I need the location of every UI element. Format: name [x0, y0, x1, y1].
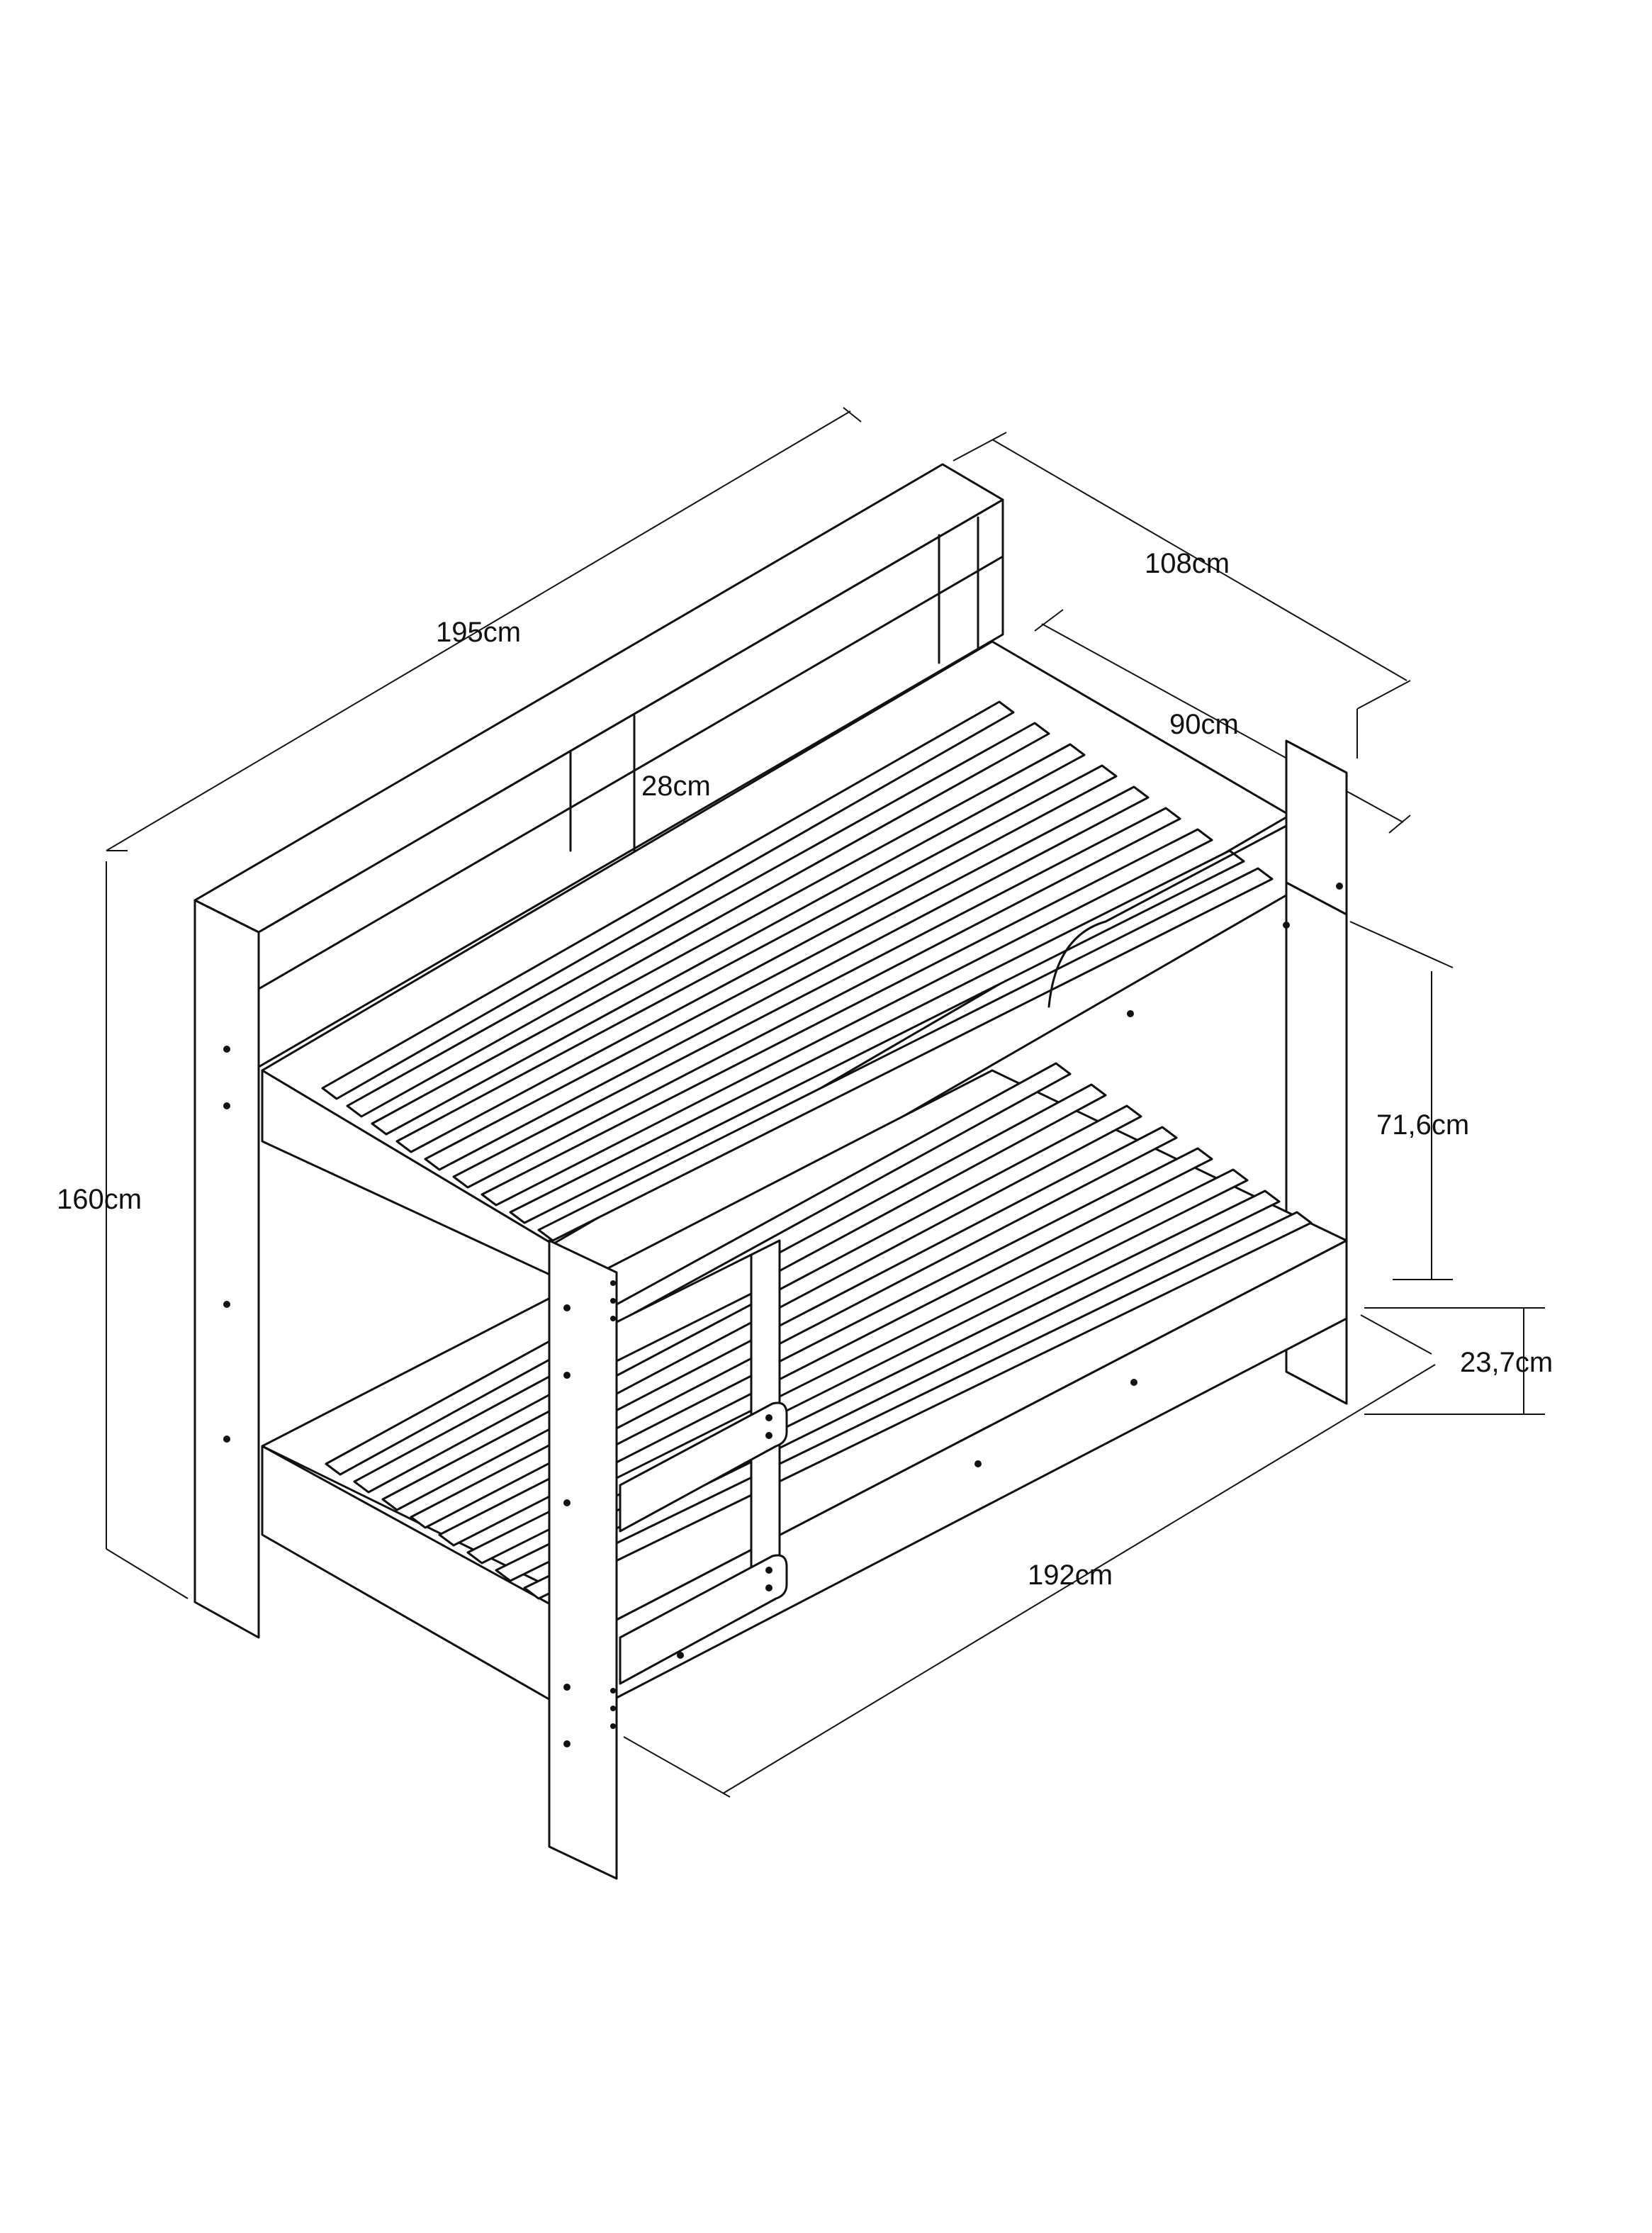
- mattress-width-label: 90cm: [1169, 709, 1239, 740]
- dimension-labels: 195cm 108cm 90cm 28cm 160cm 71,6cm 23,7c…: [57, 548, 1553, 1591]
- leg-height-label: 23,7cm: [1460, 1347, 1553, 1378]
- mattress-length-label: 192cm: [1028, 1560, 1113, 1591]
- left-back-post: [193, 899, 260, 1639]
- height-label: 160cm: [57, 1184, 142, 1215]
- front-left-post: [548, 1239, 618, 1880]
- depth-label: 108cm: [1145, 548, 1230, 579]
- upper-bunk-frame: [261, 640, 1291, 1320]
- upper-slats: [321, 700, 1274, 1242]
- length-label: 195cm: [436, 617, 521, 648]
- back-shelf-unit: [193, 463, 1004, 1068]
- shelf-height-label: 28cm: [641, 771, 711, 802]
- bunk-clearance-label: 71,6cm: [1376, 1109, 1469, 1141]
- ladder: [615, 1239, 788, 1685]
